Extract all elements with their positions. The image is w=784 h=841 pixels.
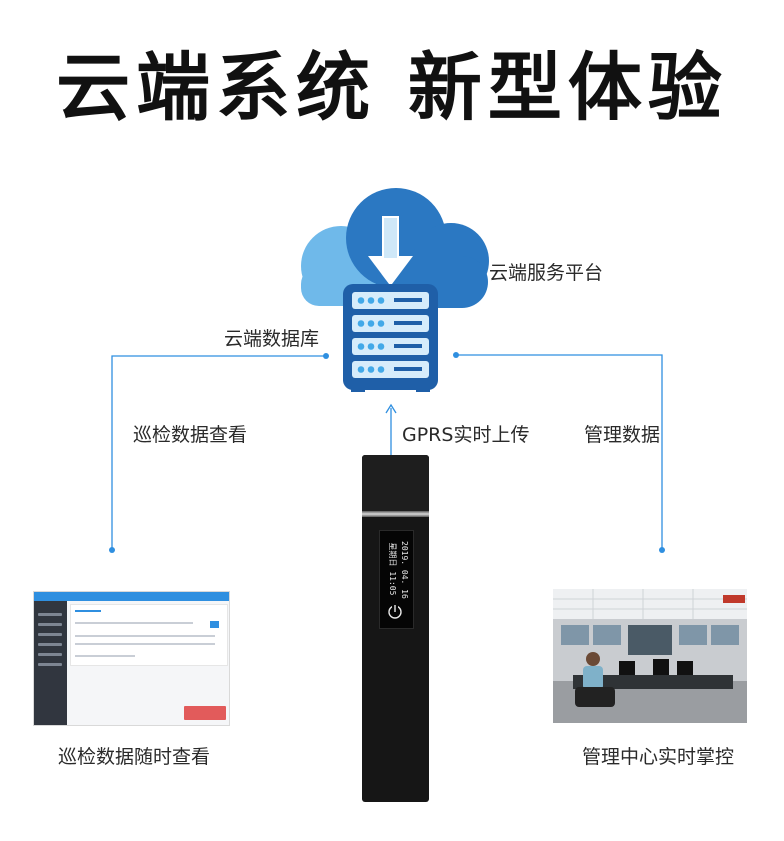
manage-label: 管理数据 xyxy=(584,424,661,446)
patrol-view-label: 巡检数据查看 xyxy=(133,424,248,446)
cloud-server-illustration xyxy=(301,188,489,392)
right-connector-dot-bottom xyxy=(659,547,665,553)
device-metal-ring xyxy=(362,511,429,517)
device-cap xyxy=(362,455,429,513)
room-caption: 管理中心实时掌控 xyxy=(582,746,735,768)
notification-toast xyxy=(184,706,226,720)
device-screen-text: 2019. 04. 16 星期日 11:05 xyxy=(382,541,410,599)
power-icon[interactable] xyxy=(386,603,404,621)
download-arrow-icon xyxy=(368,216,413,286)
app-sidebar xyxy=(34,601,67,725)
left-connector-dot-bottom xyxy=(109,547,115,553)
right-connector-dot-top xyxy=(453,352,459,358)
software-screenshot xyxy=(33,591,230,726)
left-connector xyxy=(111,355,326,550)
upload-arrowhead xyxy=(385,403,397,414)
device-screen xyxy=(379,530,414,629)
device-date: 2019. 04. 16 xyxy=(400,541,409,599)
right-connector xyxy=(456,354,663,550)
control-room-photo xyxy=(553,589,747,723)
upload-label: GPRS实时上传 xyxy=(402,424,530,446)
server-icon xyxy=(343,284,438,392)
page-title: 云端系统 新型体验 xyxy=(56,45,728,131)
laptop-caption: 巡检数据随时查看 xyxy=(58,746,211,768)
left-connector-dot-top xyxy=(323,353,329,359)
app-topbar xyxy=(34,592,229,601)
cloud-database-label: 云端数据库 xyxy=(224,328,320,350)
cloud-platform-label: 云端服务平台 xyxy=(489,262,604,284)
app-content-panel xyxy=(70,604,228,666)
control-room-illustration xyxy=(553,589,747,723)
device-time: 星期日 11:05 xyxy=(388,542,397,596)
